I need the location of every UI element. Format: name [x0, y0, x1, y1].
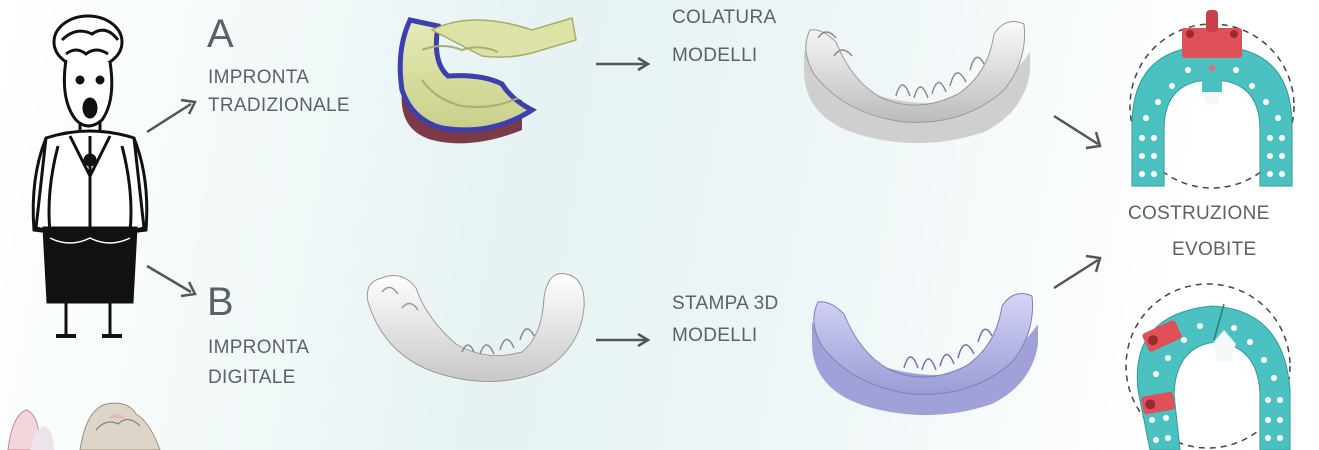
evobite-device-side-image: [1104, 270, 1304, 450]
arrow-to-b: [145, 262, 205, 302]
arrow-print-to-evobite: [1050, 252, 1110, 292]
arrow-casting-to-evobite: [1050, 112, 1110, 152]
patient-illustration: [10, 10, 160, 350]
step-b-line1: STAMPA 3D: [672, 290, 779, 318]
step-a-line1: COLATURA: [672, 4, 776, 32]
arrow-to-a: [145, 96, 205, 136]
branch-b-letter: B: [207, 282, 234, 322]
branch-a-line2: TRADIZIONALE: [208, 92, 350, 120]
arrow-a-to-casting: [596, 56, 656, 72]
digital-scan-image: [362, 262, 592, 392]
result-line1: COSTRUZIONE: [1128, 200, 1270, 228]
step-a-line2: MODELLI: [672, 42, 758, 70]
step-b-line2: MODELLI: [672, 322, 758, 350]
plaster-model-image: [800, 10, 1040, 150]
printed-model-image: [808, 272, 1048, 422]
branch-b-line2: DIGITALE: [208, 364, 296, 392]
branch-a-line1: IMPRONTA: [208, 64, 309, 92]
teeth-fragment-image: [0, 400, 170, 450]
arrow-b-to-print: [596, 332, 656, 348]
branch-a-letter: A: [207, 14, 234, 54]
result-line2: EVOBITE: [1172, 236, 1256, 264]
evobite-device-top-image: [1112, 6, 1312, 196]
impression-tray-image: [392, 10, 582, 150]
branch-b-line1: IMPRONTA: [208, 334, 309, 362]
